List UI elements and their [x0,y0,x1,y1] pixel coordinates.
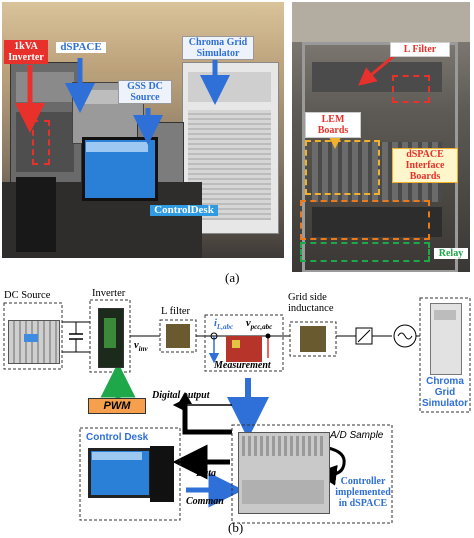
i-l-label: iL,abc [214,318,233,331]
v-inv-label: vinv [134,340,148,353]
interface-highlight-box [300,200,430,240]
l-filter-image [166,324,190,348]
grid-side-label: Grid side inductance [288,292,334,314]
caption-b: (b) [228,520,244,535]
chroma-box [419,297,471,413]
label-dspace: dSPACE [56,42,106,53]
measurement-label: Measurement [214,360,271,371]
data-label: Data [196,468,216,479]
v-inv-subscript: inv [138,345,148,354]
l-filter-label: L filter [161,306,191,317]
label-gss: GSS DC Source [118,80,172,104]
v-inv-symbol: v [134,340,139,351]
label-chroma: Chroma Grid Simulator [182,36,254,60]
label-lfilter: L Filter [390,42,450,57]
pwm-block: PWM [88,398,146,414]
dspace-box [231,424,393,524]
dc-source-box [3,302,63,370]
grid-side-box [289,321,337,357]
v-pcc-subscript: pcc,abc [250,323,273,332]
pc-tower-image [150,446,174,502]
v-pcc-label: vpcc,abc [246,318,272,331]
lfilter-highlight-box [392,75,430,103]
chroma-label: Chroma Grid Simulator [421,376,469,409]
relay-highlight-box [300,242,430,262]
pwm-label: PWM [103,400,131,412]
dc-source-image [8,320,60,364]
controller-label: Controller implemented in dSPACE [335,476,391,509]
left-photo-arrows [15,58,230,145]
measurement-box [204,314,284,372]
label-relay: Relay [434,248,468,259]
control-desk-label: Control Desk [86,432,149,443]
v-pcc-symbol: v [246,318,251,329]
label-controldesk: ControlDesk [150,205,218,216]
grid-inductor-image [300,326,326,352]
digital-output-label: Digital output [152,390,210,401]
label-inverter: 1kVA Inverter [4,40,48,64]
i-l-symbol: i [214,318,217,329]
pc-tower [16,177,56,252]
inverter-label: Inverter [92,288,126,299]
dc-source-label: DC Source [4,290,51,301]
command-label: Comman [186,496,224,507]
lfilter-arrow [358,53,396,86]
i-l-subscript: L,abc [216,323,234,332]
label-interface: dSPACE Interface Boards [392,148,458,183]
label-lem: LEM Boards [305,112,361,138]
ad-sample-label: A/D Sample [330,430,384,441]
caption-a: (a) [225,270,240,285]
control-desk-box [79,427,181,521]
